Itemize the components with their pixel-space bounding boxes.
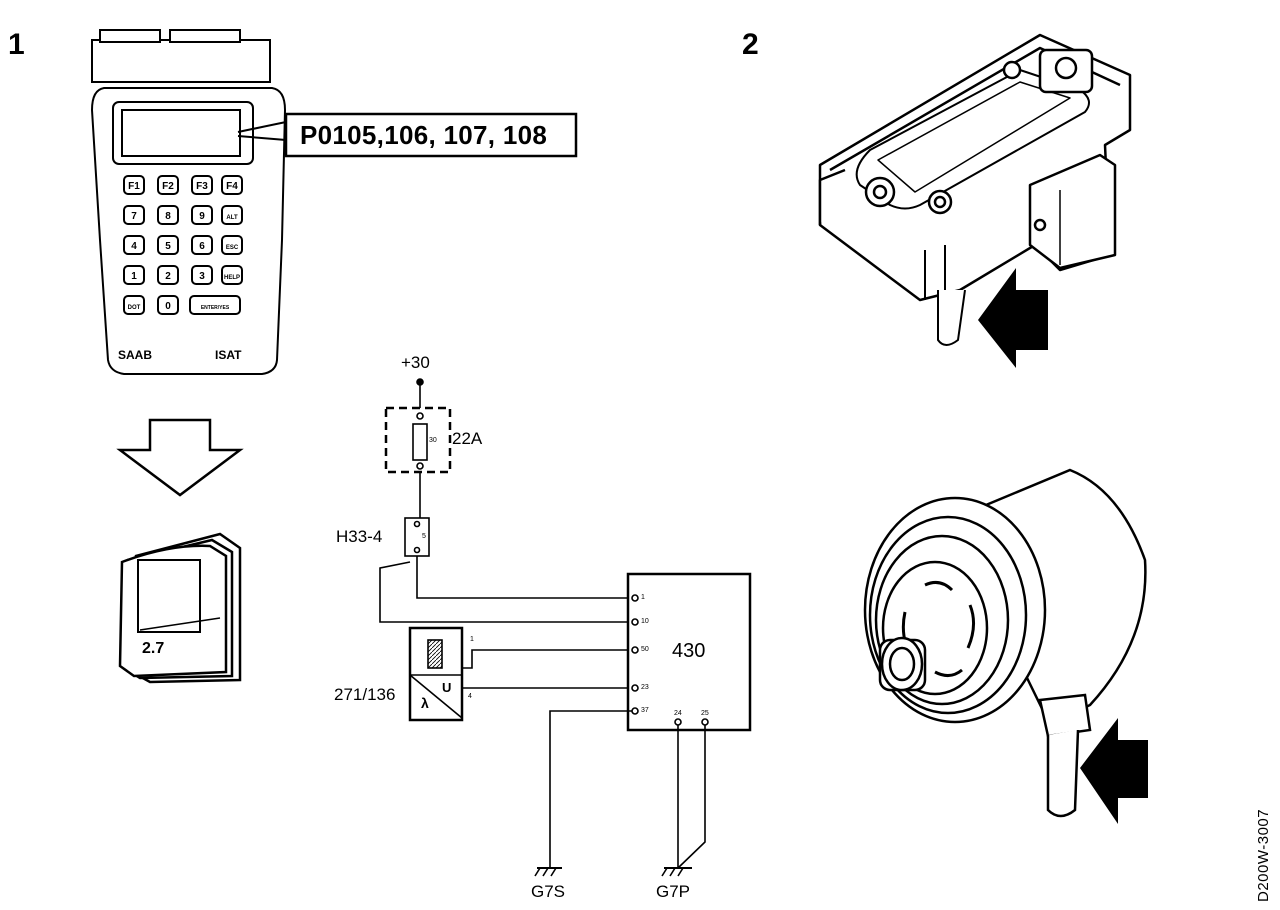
- arrow-pointer-icon: [1080, 718, 1148, 824]
- sensor-label: 271/136: [334, 685, 396, 704]
- key-label-alt: ALT: [226, 215, 238, 221]
- wiring-diagram: [379, 378, 752, 877]
- key-k7: [123, 205, 145, 225]
- sensor-pin-4: 4: [468, 693, 472, 700]
- ecu-pin-24: 24: [674, 710, 682, 717]
- key-k0: [157, 295, 179, 315]
- sensor-u-symbol: U: [442, 680, 452, 695]
- ecu-pin-50: 50: [641, 646, 649, 653]
- key-help: [221, 265, 243, 285]
- key-k5: [157, 235, 179, 255]
- down-arrow-icon: [116, 418, 244, 497]
- key-k9: [191, 205, 213, 225]
- key-label-f4: F4: [226, 181, 238, 192]
- arrow-pointer-icon: [978, 268, 1048, 368]
- scan-tool-illustration: [90, 29, 287, 375]
- key-label-k7: 7: [131, 211, 137, 222]
- key-dot: [123, 295, 145, 315]
- key-enter: [189, 295, 241, 315]
- fault-code-text: P0105,106, 107, 108: [300, 120, 548, 150]
- figure-reference: D200W-3007: [1255, 808, 1272, 902]
- key-label-k3: 3: [199, 271, 205, 282]
- key-label-k9: 9: [199, 211, 205, 222]
- key-label-enter: ENTER/YES: [201, 305, 230, 311]
- connector-label: H33-4: [336, 527, 383, 546]
- key-k6: [191, 235, 213, 255]
- manual-page-label: 2.7: [142, 640, 165, 657]
- ecu-pin-37: 37: [641, 707, 649, 714]
- key-f1: [123, 175, 145, 195]
- key-label-k8: 8: [165, 211, 171, 222]
- ecu-pin-25: 25: [701, 710, 709, 717]
- service-manual-illustration: [118, 532, 242, 684]
- ground-g7s-label: G7S: [531, 882, 566, 901]
- ecu-pin-10: 10: [641, 618, 649, 625]
- key-label-f2: F2: [162, 181, 174, 192]
- key-label-k2: 2: [165, 271, 171, 282]
- key-label-dot: DOT: [128, 305, 141, 311]
- fuel-pressure-regulator-illustration: [863, 468, 1147, 818]
- scan-tool-keypad: F1 F2 F3 F4 7 8 9 ALT 4 5 6 ESC 1 2 3 HELP DOT 0 ENTER/YES: [123, 175, 243, 315]
- step-number-2: 2: [742, 28, 759, 61]
- key-label-help: HELP: [224, 275, 240, 281]
- scan-tool-brand: SAAB: [118, 348, 153, 362]
- pressure-sensor-illustration: [818, 33, 1132, 346]
- scan-tool-model: ISAT: [215, 348, 242, 362]
- key-f3: [191, 175, 213, 195]
- key-label-k6: 6: [199, 241, 205, 252]
- supply-label: +30: [401, 353, 430, 372]
- control-unit-label: 430: [672, 640, 706, 662]
- sensor-pin-1: 1: [470, 636, 474, 643]
- key-label-esc: ESC: [226, 245, 239, 251]
- ecu-pin-23: 23: [641, 684, 649, 691]
- key-f4: [221, 175, 243, 195]
- step-number-1: 1: [8, 28, 25, 61]
- key-k4: [123, 235, 145, 255]
- key-k2: [157, 265, 179, 285]
- fuse-label: 22A: [452, 429, 483, 448]
- key-label-k1: 1: [131, 271, 137, 282]
- key-label-k4: 4: [131, 241, 137, 252]
- key-label-k5: 5: [165, 241, 171, 252]
- key-k8: [157, 205, 179, 225]
- key-alt: [221, 205, 243, 225]
- key-k3: [191, 265, 213, 285]
- ecu-pin-1: 1: [641, 594, 645, 601]
- ground-g7p-label: G7P: [656, 882, 691, 901]
- fuse-inner-label: 30: [429, 437, 437, 444]
- sensor-lambda-symbol: λ: [421, 695, 429, 711]
- key-label-f1: F1: [128, 181, 140, 192]
- key-label-f3: F3: [196, 181, 208, 192]
- key-f2: [157, 175, 179, 195]
- key-k1: [123, 265, 145, 285]
- key-label-k0: 0: [165, 301, 171, 312]
- fault-code-callout: [237, 112, 578, 158]
- connector-inner-label: 5: [422, 533, 426, 540]
- key-esc: [221, 235, 243, 255]
